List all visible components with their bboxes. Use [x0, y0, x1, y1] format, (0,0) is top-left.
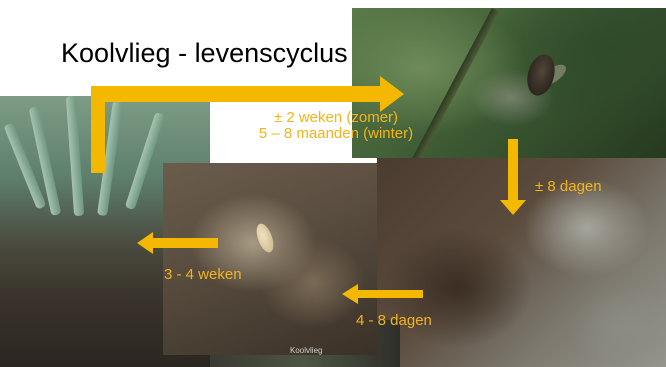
label-eggs: ± 8 dagen	[535, 178, 602, 195]
arrow-to-pupa	[137, 232, 218, 254]
arrow-to-larvae	[342, 284, 423, 304]
label-pupa: 3 - 4 weken	[164, 266, 242, 283]
slide-footer: Koolvlieg	[290, 346, 322, 355]
label-larvae: 4 - 8 dagen	[356, 312, 432, 329]
arrow-to-eggs	[500, 139, 526, 215]
label-winter: 5 – 8 maanden (winter)	[249, 125, 423, 142]
label-summer: ± 2 weken (zomer)	[260, 109, 412, 126]
